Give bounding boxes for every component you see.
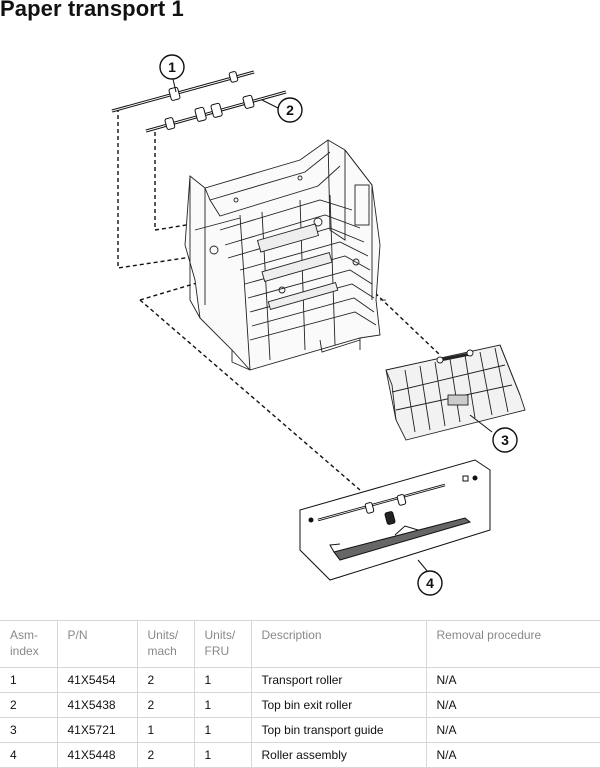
callout-leaders	[172, 78, 493, 573]
cell-asm-index: 1	[0, 667, 58, 693]
cell-asm-index: 4	[0, 742, 58, 768]
table-row: 2 41X5438 2 1 Top bin exit roller N/A	[0, 692, 600, 718]
exit-roller-part	[145, 90, 287, 133]
cell-units-mach: 2	[136, 667, 195, 693]
cell-removal-procedure: N/A	[425, 717, 600, 743]
svg-text:1: 1	[168, 59, 176, 75]
cell-asm-index: 3	[0, 717, 58, 743]
cell-part-number: 41X5454	[56, 667, 138, 693]
svg-text:3: 3	[501, 432, 509, 448]
cell-part-number: 41X5448	[56, 742, 138, 768]
transport-roller-part	[111, 70, 255, 113]
table-row: 3 41X5721 1 1 Top bin transport guide N/…	[0, 717, 600, 743]
transport-guide-part	[385, 344, 526, 441]
cell-removal-procedure: N/A	[425, 667, 600, 693]
printer-frame	[184, 139, 386, 371]
parts-table: Asm-index P/N Units/ mach Units/ FRU Des…	[0, 620, 600, 768]
header-units-mach: Units/ mach	[136, 620, 195, 668]
cell-units-fru: 1	[193, 692, 252, 718]
callout-4: 4	[417, 570, 443, 596]
svg-text:4: 4	[426, 575, 434, 591]
svg-text:2: 2	[286, 102, 294, 118]
callout-1: 1	[159, 54, 185, 80]
cell-asm-index: 2	[0, 692, 58, 718]
cell-description: Top bin exit roller	[250, 692, 427, 718]
header-asm-index: Asm-index	[0, 620, 58, 668]
cell-units-mach: 2	[136, 692, 195, 718]
cell-part-number: 41X5438	[56, 692, 138, 718]
cell-description: Transport roller	[250, 667, 427, 693]
exploded-parts-diagram: 1 2 3 4	[111, 54, 526, 596]
cell-part-number: 41X5721	[56, 717, 138, 743]
cell-description: Top bin transport guide	[250, 717, 427, 743]
callout-3: 3	[492, 427, 518, 453]
header-description: Description	[250, 620, 427, 668]
cell-units-mach: 1	[136, 717, 195, 743]
table-row: 4 41X5448 2 1 Roller assembly N/A	[0, 742, 600, 768]
table-header-row: Asm-index P/N Units/ mach Units/ FRU Des…	[0, 620, 600, 668]
cell-units-mach: 2	[136, 742, 195, 768]
header-part-number: P/N	[56, 620, 138, 668]
callout-2: 2	[277, 97, 303, 123]
page-title: Paper transport 1	[0, 0, 184, 21]
header-removal-procedure: Removal procedure	[425, 620, 600, 668]
cell-removal-procedure: N/A	[425, 692, 600, 718]
cell-units-fru: 1	[193, 667, 252, 693]
cell-description: Roller assembly	[250, 742, 427, 768]
cell-units-fru: 1	[193, 742, 252, 768]
roller-assembly-part	[299, 459, 491, 581]
header-units-fru: Units/ FRU	[193, 620, 252, 668]
cell-units-fru: 1	[193, 717, 252, 743]
cell-removal-procedure: N/A	[425, 742, 600, 768]
table-row: 1 41X5454 2 1 Transport roller N/A	[0, 667, 600, 693]
